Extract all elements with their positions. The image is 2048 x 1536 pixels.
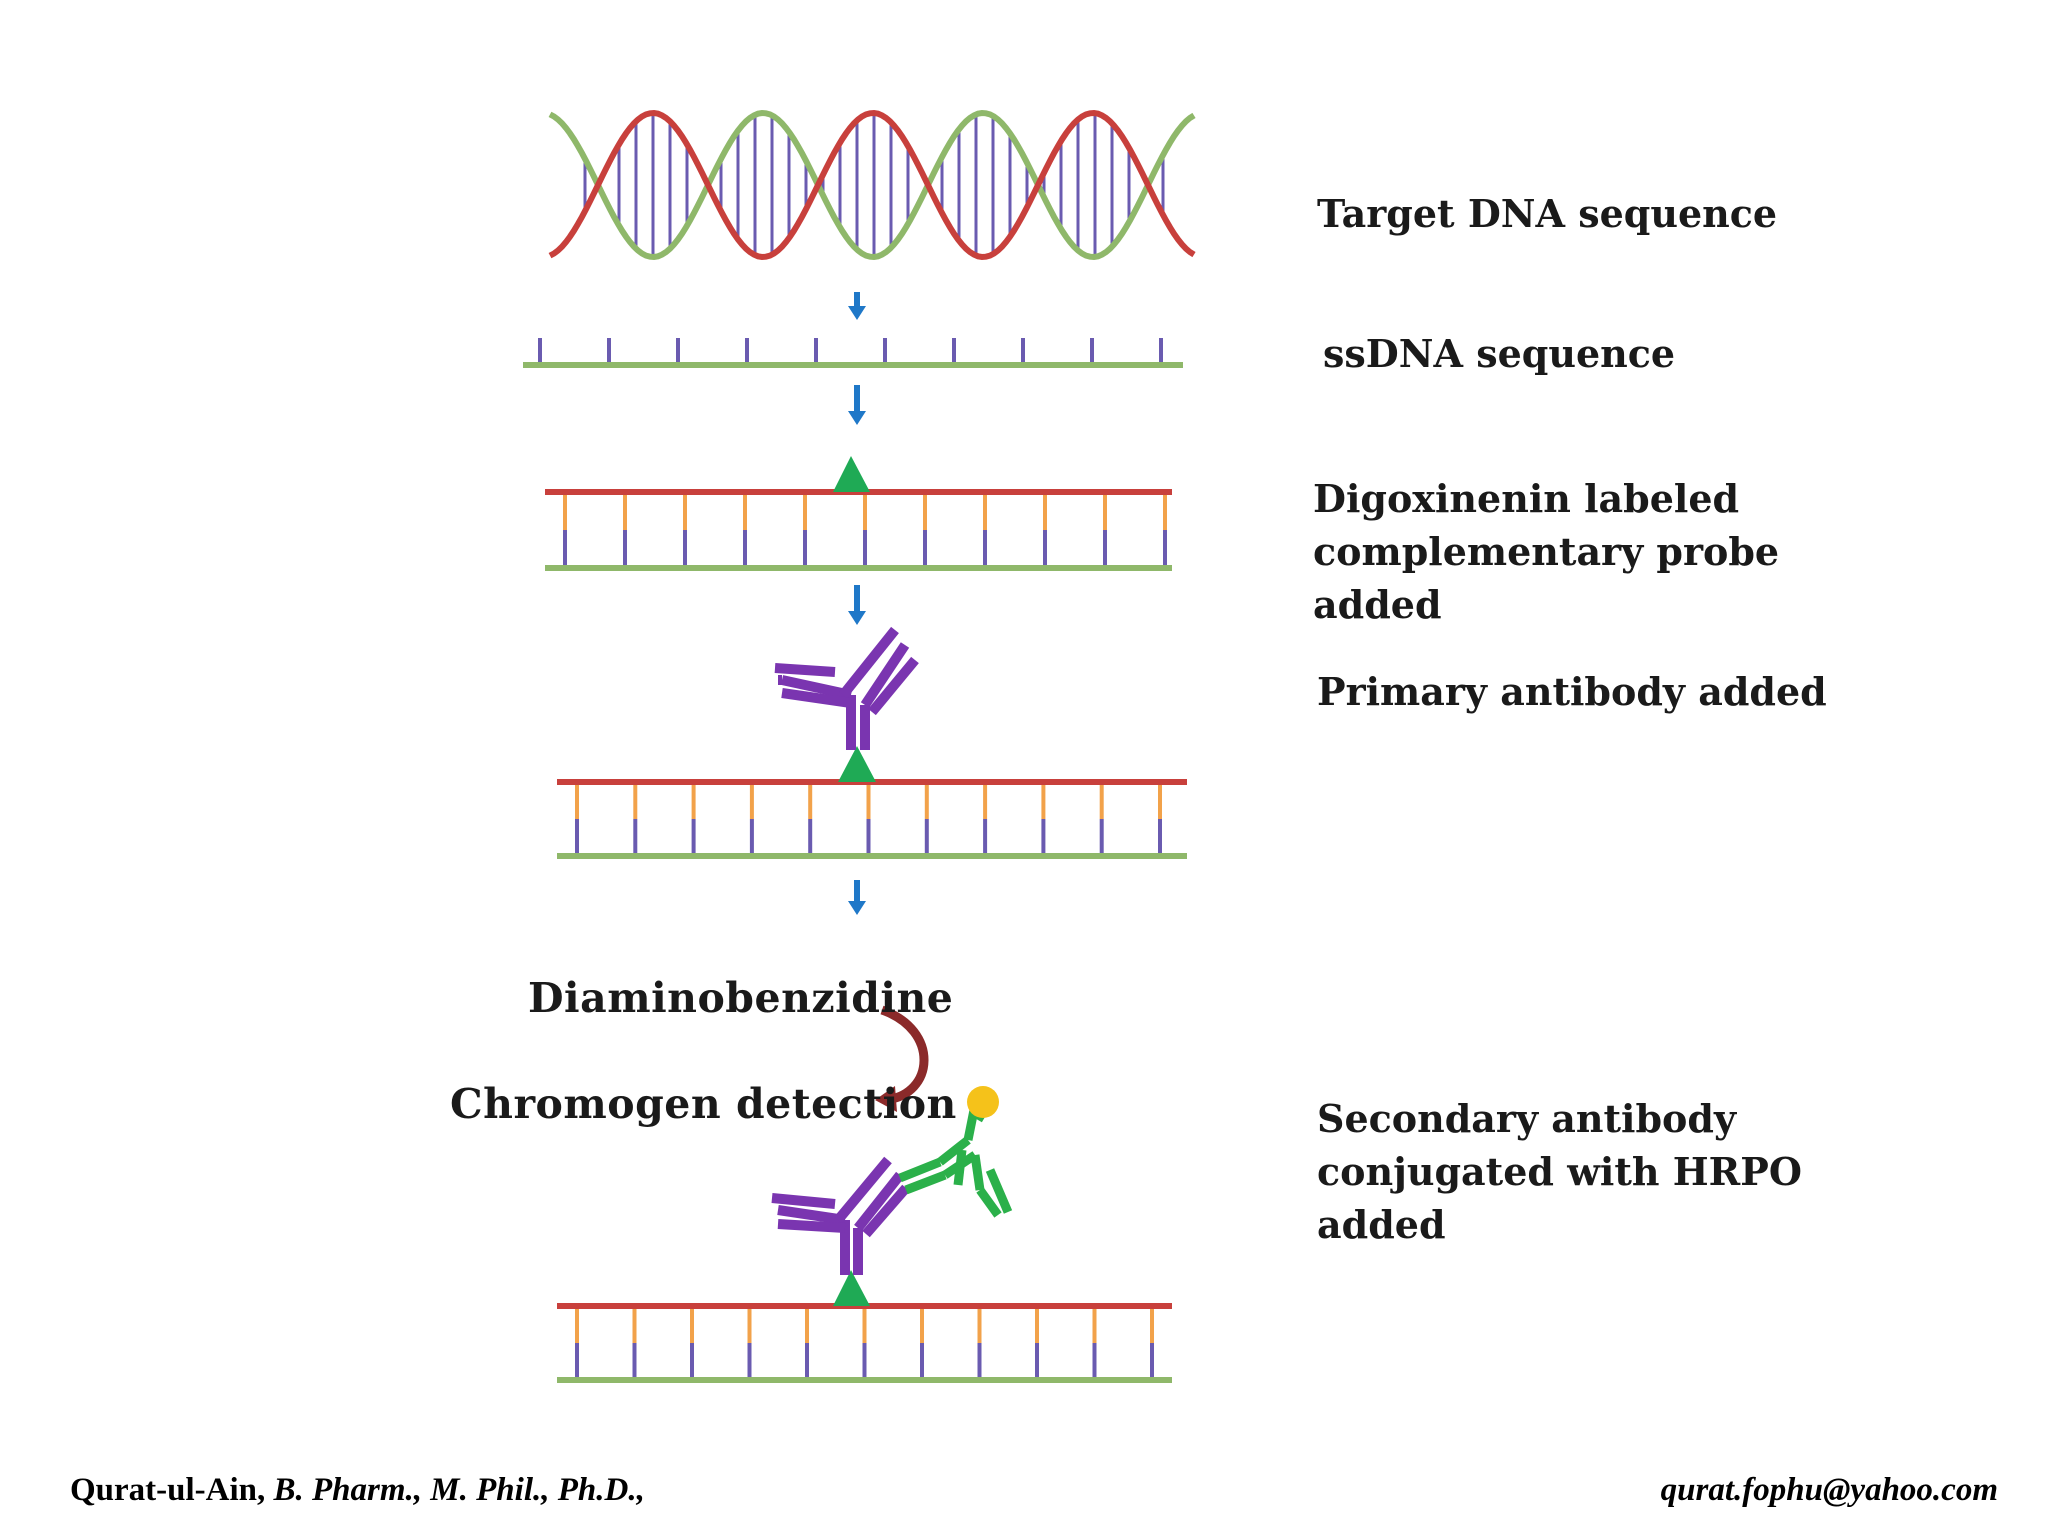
footer-credentials: B. Pharm., M. Phil., Ph.D., [273, 1472, 645, 1508]
hybrid-2-base-pairs [575, 782, 1162, 856]
down-arrow [848, 385, 866, 425]
hybrid-3-base-pairs [575, 1306, 1154, 1380]
digoxigenin-label-3 [833, 1270, 870, 1306]
label-probe-line-2: complementary probe [1313, 529, 1780, 574]
label-secondary-antibody: Secondary antibody conjugated with HRPO … [1317, 1092, 1802, 1251]
label-secondary-line-3: added [1317, 1202, 1446, 1247]
down-arrow [848, 585, 866, 625]
label-primary-antibody: Primary antibody added [1317, 669, 1827, 714]
footer-author: Qurat-ul-Ain, B. Pharm., M. Phil., Ph.D.… [70, 1472, 645, 1509]
helix-base-pairs [583, 113, 1165, 257]
label-ssdna: ssDNA sequence [1323, 331, 1676, 376]
probe-hybrid-2 [557, 626, 1187, 859]
label-target-dna: Target DNA sequence [1317, 191, 1778, 236]
hybrid-1-base-pairs [563, 492, 1167, 568]
hrpo-enzyme [967, 1086, 999, 1118]
secondary-antibody [898, 1104, 1013, 1218]
digoxigenin-label-1 [833, 456, 870, 492]
helix-strand-red [548, 109, 1196, 261]
footer-author-name: Qurat-ul-Ain, [70, 1472, 266, 1508]
label-probe-line-1: Digoxinenin labeled [1313, 476, 1740, 521]
probe-hybrid-1 [545, 456, 1172, 571]
step-arrows [848, 292, 866, 915]
probe-hybrid-3 [557, 1086, 1172, 1383]
ssdna-bases [538, 338, 1163, 362]
footer-email-text: qurat.fophu@yahoo.com [1660, 1472, 1998, 1508]
label-substrate: Diaminobenzidine [528, 974, 954, 1022]
down-arrow [848, 880, 866, 915]
primary-antibody-1 [774, 626, 919, 750]
helix-strand-green [548, 109, 1196, 261]
curved-arrow [875, 1005, 929, 1112]
primary-antibody-2 [771, 1156, 910, 1275]
label-probe-line-3: added [1313, 582, 1442, 627]
label-secondary-line-2: conjugated with HRPO [1317, 1149, 1802, 1194]
label-secondary-line-1: Secondary antibody [1317, 1096, 1737, 1141]
label-chromogen-detection: Chromogen detection [450, 1080, 957, 1128]
label-probe: Digoxinenin labeled complementary probe … [1313, 472, 1779, 631]
down-arrow [848, 292, 866, 320]
digoxigenin-label-2 [838, 746, 876, 782]
ssdna-strand [523, 338, 1183, 368]
footer-email: qurat.fophu@yahoo.com [1661, 1472, 1998, 1509]
dna-double-helix [548, 109, 1196, 261]
